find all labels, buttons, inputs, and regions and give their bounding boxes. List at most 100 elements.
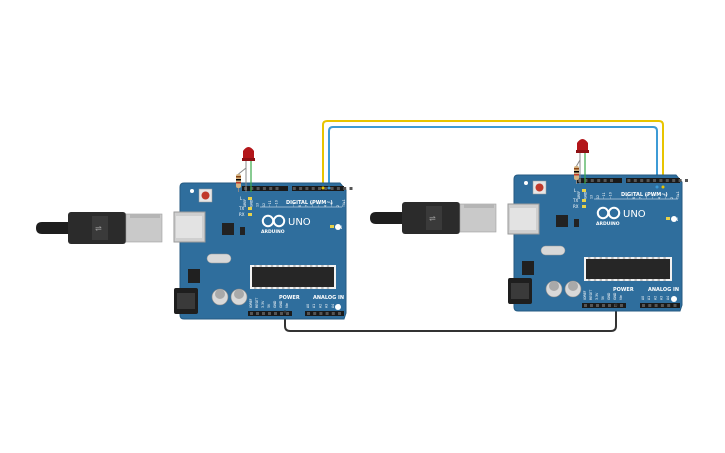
header-pin[interactable] — [250, 312, 253, 315]
serial-wire-yellow[interactable] — [322, 120, 664, 188]
pin-label: 7 — [304, 205, 308, 207]
header-pin[interactable] — [256, 187, 260, 190]
header-pin[interactable] — [673, 304, 677, 307]
chip-leg — [287, 287, 290, 289]
header-pin[interactable] — [590, 179, 594, 182]
logo-text: ARDUINO — [261, 229, 285, 235]
wire-endpoint — [283, 310, 287, 314]
header-pin[interactable] — [331, 312, 335, 315]
arduino-logo: ARDUINO UNO — [596, 206, 646, 227]
header-pin[interactable] — [313, 312, 317, 315]
header-pin[interactable] — [305, 187, 309, 190]
header-pin[interactable] — [648, 304, 652, 307]
led-rx-indicator — [582, 205, 586, 208]
pin-label: A3 — [325, 304, 329, 308]
header-pin[interactable] — [324, 187, 328, 190]
header-pin[interactable] — [640, 179, 644, 182]
pin-label: Vin — [285, 303, 289, 308]
header-pin[interactable] — [665, 179, 669, 182]
led-circuit-2[interactable] — [574, 139, 589, 184]
header-pin[interactable] — [602, 304, 605, 307]
header-pin[interactable] — [646, 179, 650, 182]
header-pin[interactable] — [685, 179, 688, 182]
header-pin[interactable] — [660, 304, 664, 307]
resistor-band — [236, 182, 241, 184]
pin-label: 4 — [657, 197, 661, 199]
header-pin[interactable] — [274, 312, 277, 315]
led[interactable] — [577, 139, 588, 152]
header-pin[interactable] — [330, 187, 334, 190]
analog-pins — [642, 304, 677, 307]
header-pin[interactable] — [596, 304, 599, 307]
header-pin[interactable] — [343, 187, 347, 190]
wire-endpoint — [614, 303, 618, 307]
header-pin[interactable] — [627, 179, 631, 182]
header-pin[interactable] — [275, 187, 279, 190]
chip-leg — [646, 257, 649, 259]
header-pin[interactable] — [349, 187, 353, 190]
header-pin[interactable] — [292, 187, 296, 190]
header-pin[interactable] — [590, 304, 593, 307]
header-pin[interactable] — [311, 187, 315, 190]
chip-leg — [588, 279, 591, 281]
usb-cable-2[interactable]: ⇌ — [370, 202, 497, 234]
header-pin[interactable] — [667, 304, 671, 307]
ground-wire[interactable] — [284, 305, 617, 332]
chip-leg — [259, 287, 262, 289]
pin-label: 12 — [596, 195, 600, 199]
header-pin[interactable] — [286, 312, 289, 315]
header-pin[interactable] — [608, 304, 611, 307]
header-pin[interactable] — [307, 312, 310, 315]
header-pin[interactable] — [319, 312, 323, 315]
header-pin[interactable] — [678, 179, 682, 182]
mounting-hole — [671, 296, 677, 302]
led[interactable] — [243, 147, 254, 160]
header-pin[interactable] — [269, 187, 273, 190]
model-text: UNO — [623, 209, 646, 220]
header-pin[interactable] — [620, 304, 623, 307]
header-pin[interactable] — [336, 187, 340, 190]
header-pin[interactable] — [262, 312, 265, 315]
header-pin[interactable] — [654, 304, 658, 307]
header-pin[interactable] — [268, 312, 271, 315]
header-pin[interactable] — [603, 179, 607, 182]
chip-leg — [640, 257, 643, 259]
header-pin[interactable] — [250, 187, 254, 190]
header-pin[interactable] — [610, 179, 613, 182]
chip-leg — [657, 279, 660, 281]
header-pin[interactable] — [262, 187, 266, 190]
header-pin[interactable] — [597, 179, 601, 182]
header-pin[interactable] — [299, 187, 303, 190]
header-pin[interactable] — [318, 187, 321, 190]
chip-leg — [265, 287, 268, 289]
serial-wire-blue[interactable] — [328, 126, 658, 188]
chip-leg — [634, 257, 637, 259]
header-pin[interactable] — [653, 179, 656, 182]
usb-plug-metal-shade — [130, 214, 160, 218]
led-l-indicator — [248, 197, 252, 200]
header-pin[interactable] — [584, 179, 588, 182]
header-pin[interactable] — [325, 312, 329, 315]
header-pin[interactable] — [672, 179, 676, 182]
analog-header[interactable] — [640, 303, 680, 308]
header-pin[interactable] — [659, 179, 663, 182]
led-rim — [242, 158, 255, 161]
reset-button[interactable] — [201, 191, 210, 200]
reset-button[interactable] — [535, 183, 544, 192]
pin-label: A2 — [318, 304, 322, 308]
header-pin[interactable] — [256, 312, 259, 315]
led-circuit-1[interactable] — [236, 147, 255, 192]
header-pin[interactable] — [338, 312, 341, 315]
header-pin[interactable] — [633, 179, 637, 182]
atmega-chip — [586, 259, 670, 279]
header-pin[interactable] — [584, 304, 587, 307]
header-pin[interactable] — [642, 304, 645, 307]
chip-leg — [298, 265, 302, 267]
analog-header[interactable] — [305, 311, 344, 316]
header-pin[interactable] — [280, 312, 283, 315]
usb-cable-1[interactable]: ⇌ — [36, 212, 163, 244]
